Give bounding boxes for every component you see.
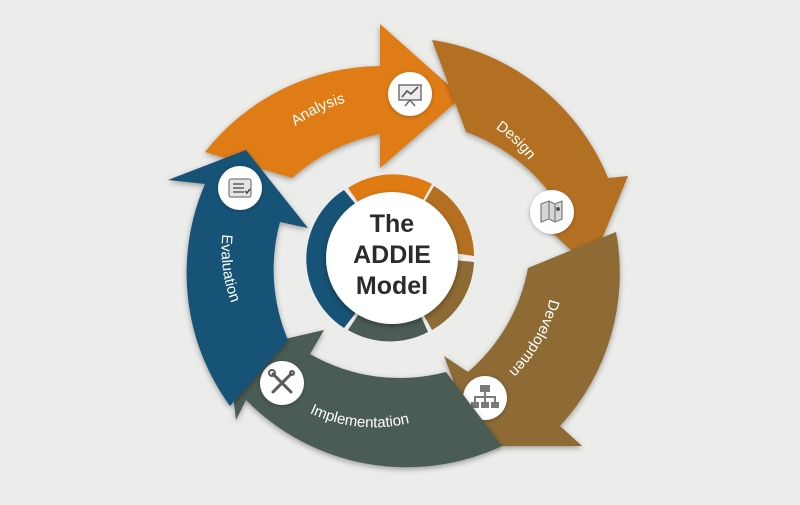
checklist-icon xyxy=(228,178,252,198)
wrench-screwdriver-icon xyxy=(268,369,295,394)
center-circle xyxy=(326,192,458,324)
phase-arrow-analysis[interactable]: Analysis xyxy=(205,24,462,178)
phase-arrow-evaluation[interactable]: Evaluation xyxy=(168,150,308,406)
phase-arrow-implementation[interactable]: Implementation xyxy=(228,330,502,468)
center-title-line3: Model xyxy=(356,272,428,300)
presentation-board-icon xyxy=(398,84,422,107)
design-map-icon xyxy=(540,200,563,223)
center-title-line2: ADDIE xyxy=(353,241,431,269)
hierarchy-chart-icon xyxy=(471,385,499,408)
center-title-line1: The xyxy=(370,210,415,238)
